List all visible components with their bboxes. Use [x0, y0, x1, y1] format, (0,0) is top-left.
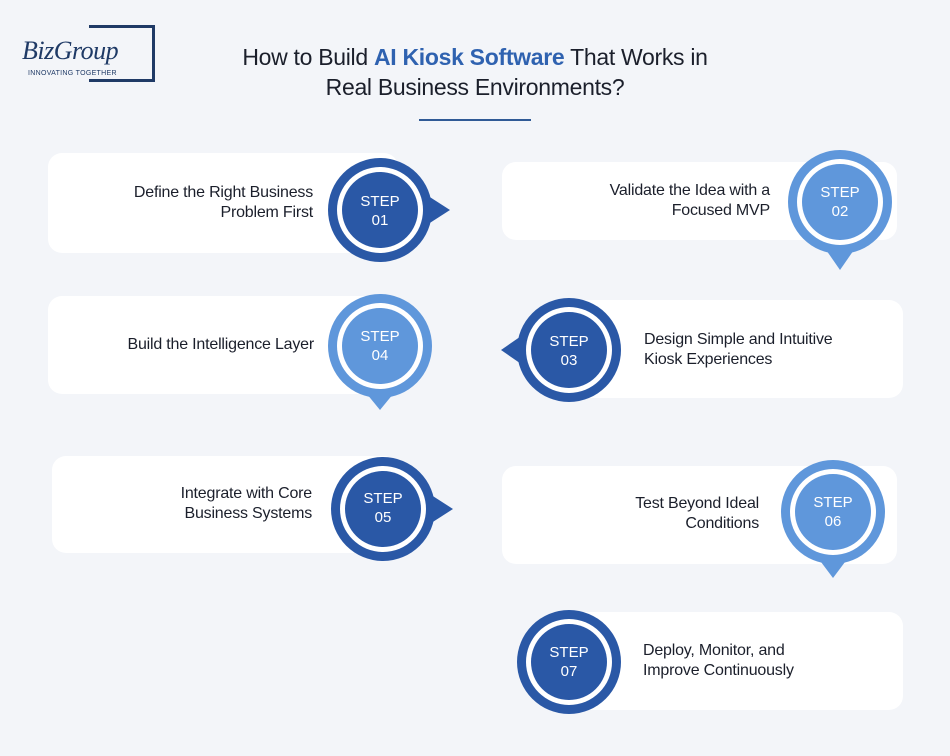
- title-highlight: AI Kiosk Software: [373, 44, 565, 70]
- step-badge-02: STEP 02: [780, 142, 900, 270]
- step-03-line-2: Kiosk Experiences: [644, 351, 773, 368]
- step-01-label: Define the Right Business Problem First: [134, 183, 313, 223]
- step-03-line-1: Design Simple and Intuitive: [644, 331, 833, 348]
- step-04-label: Build the Intelligence Layer: [127, 335, 314, 355]
- logo-tagline: INNOVATING TOGETHER: [28, 70, 120, 77]
- step-01-line-1: Define the Right Business: [133, 184, 313, 201]
- step-01-number: 01: [371, 212, 389, 229]
- step-badge-01: STEP 01: [320, 150, 450, 270]
- logo-frame-bottom: [89, 79, 155, 82]
- step-06-word: STEP: [813, 494, 853, 511]
- step-01-line-2: Problem First: [220, 204, 313, 221]
- page-title: How to Build AI Kiosk Software That Work…: [0, 42, 950, 102]
- step-badge-04: STEP 04: [320, 286, 440, 410]
- step-03-label: Design Simple and Intuitive Kiosk Experi…: [644, 330, 833, 370]
- step-03-badge-graphic: [501, 298, 621, 402]
- step-card-01: Define the Right Business Problem First: [48, 153, 398, 253]
- step-07-word: STEP: [549, 644, 589, 661]
- step-01-word: STEP: [360, 193, 400, 210]
- step-05-label: Integrate with Core Business Systems: [180, 484, 313, 524]
- title-part-1: How to Build: [242, 44, 374, 70]
- step-04-line-1: Build the Intelligence Layer: [127, 336, 314, 353]
- step-badge-07: STEP 07: [509, 602, 629, 722]
- step-07-number: 07: [560, 663, 578, 680]
- step-02-word: STEP: [820, 184, 860, 201]
- step-01-badge-graphic: [328, 158, 450, 262]
- step-07-label: Deploy, Monitor, and Improve Continuousl…: [643, 641, 794, 681]
- logo-brand: BizGroup: [22, 36, 121, 66]
- step-02-badge-graphic: [788, 150, 892, 270]
- step-02-line-2: Focused MVP: [671, 202, 770, 219]
- company-logo: BizGroup INNOVATING TOGETHER: [22, 22, 157, 84]
- step-badge-03: STEP 03: [501, 290, 629, 410]
- step-06-line-1: Test Beyond Ideal: [635, 495, 759, 512]
- title-line-2: Real Business Environments?: [325, 74, 625, 100]
- step-05-word: STEP: [363, 490, 403, 507]
- step-06-badge-graphic: [781, 460, 885, 578]
- step-04-number: 04: [371, 347, 389, 364]
- step-06-label: Test Beyond Ideal Conditions: [635, 494, 759, 534]
- step-badge-05: STEP 05: [323, 449, 453, 569]
- step-05-number: 05: [374, 509, 392, 526]
- title-part-2: That Works in: [564, 44, 708, 70]
- step-04-badge-graphic: [328, 294, 432, 410]
- step-badge-06: STEP 06: [773, 452, 893, 578]
- step-02-number: 02: [831, 203, 849, 220]
- step-06-number: 06: [824, 513, 842, 530]
- step-02-line-1: Validate the Idea with a: [609, 182, 771, 199]
- step-05-line-1: Integrate with Core: [180, 485, 313, 502]
- step-03-word: STEP: [549, 333, 589, 350]
- step-05-line-2: Business Systems: [184, 505, 312, 522]
- step-03-number: 03: [560, 352, 578, 369]
- step-07-line-1: Deploy, Monitor, and: [643, 642, 785, 659]
- title-line-1: How to Build AI Kiosk Software That Work…: [0, 42, 950, 72]
- step-02-label: Validate the Idea with a Focused MVP: [609, 181, 771, 221]
- step-07-line-2: Improve Continuously: [643, 662, 794, 679]
- title-underline: [419, 119, 531, 121]
- step-04-word: STEP: [360, 328, 400, 345]
- step-07-badge-graphic: [517, 610, 621, 714]
- step-06-line-2: Conditions: [685, 515, 759, 532]
- step-05-badge-graphic: [331, 457, 453, 561]
